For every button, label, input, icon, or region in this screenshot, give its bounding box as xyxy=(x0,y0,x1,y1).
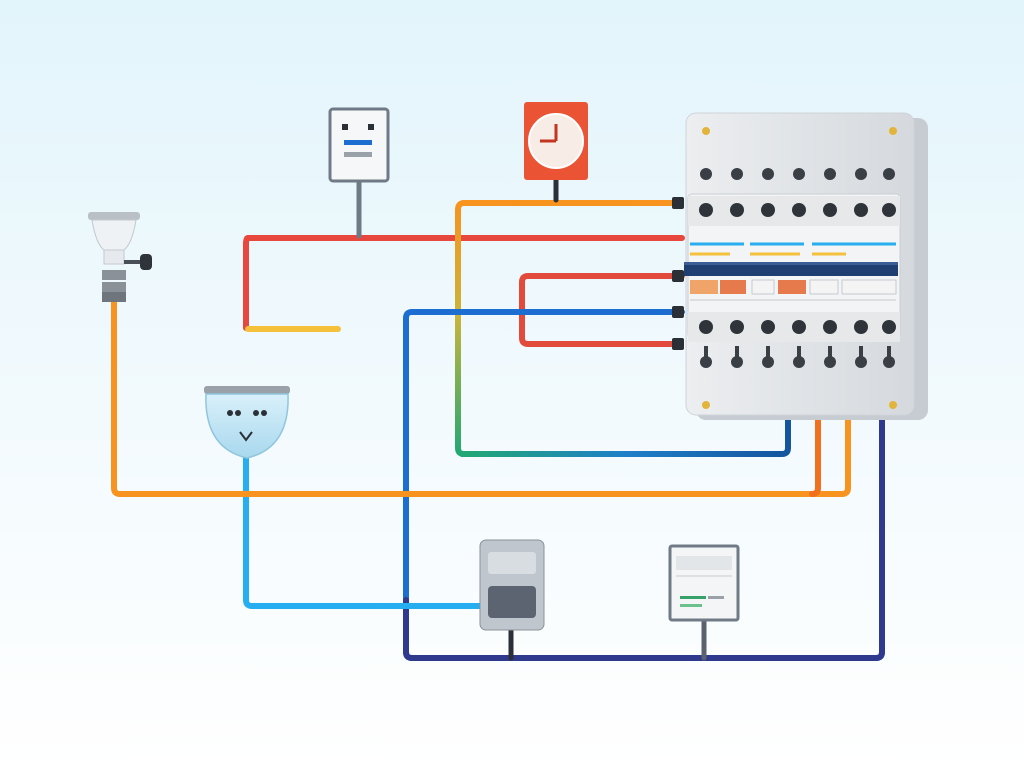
din-rail-highlight xyxy=(684,262,898,265)
outlet-icon xyxy=(204,386,290,459)
bottom-terminal-row xyxy=(700,346,895,368)
wire-navy-overlay xyxy=(403,417,885,661)
wires xyxy=(111,177,885,661)
screw-icon xyxy=(702,401,710,409)
terminal-3 xyxy=(672,306,684,318)
upper-screw-row xyxy=(688,196,900,226)
wall-switch-icon xyxy=(328,107,390,183)
light-bulb-icon xyxy=(88,212,152,302)
wire-light-blue xyxy=(243,447,483,609)
top-terminal-row xyxy=(700,168,895,180)
din-rail xyxy=(684,262,898,276)
wire-orange xyxy=(111,297,851,497)
wire-red-main xyxy=(243,235,685,331)
breaker-label-strips xyxy=(690,242,896,256)
wire-green-blue-bottom xyxy=(459,417,791,457)
terminal-4 xyxy=(672,338,684,350)
terminal-1 xyxy=(672,197,684,209)
clock-icon xyxy=(524,102,588,180)
breaker-panel-icon xyxy=(684,112,928,420)
display-panel-icon xyxy=(668,544,740,622)
screw-icon xyxy=(702,127,710,135)
meter-icon xyxy=(479,539,545,631)
wire-orange-inner xyxy=(809,347,821,497)
wire-terminals xyxy=(672,197,684,350)
screw-icon xyxy=(889,401,897,409)
terminal-2 xyxy=(672,270,684,282)
screw-icon xyxy=(889,127,897,135)
breaker-switches xyxy=(690,279,897,301)
lower-screw-row xyxy=(688,312,900,342)
